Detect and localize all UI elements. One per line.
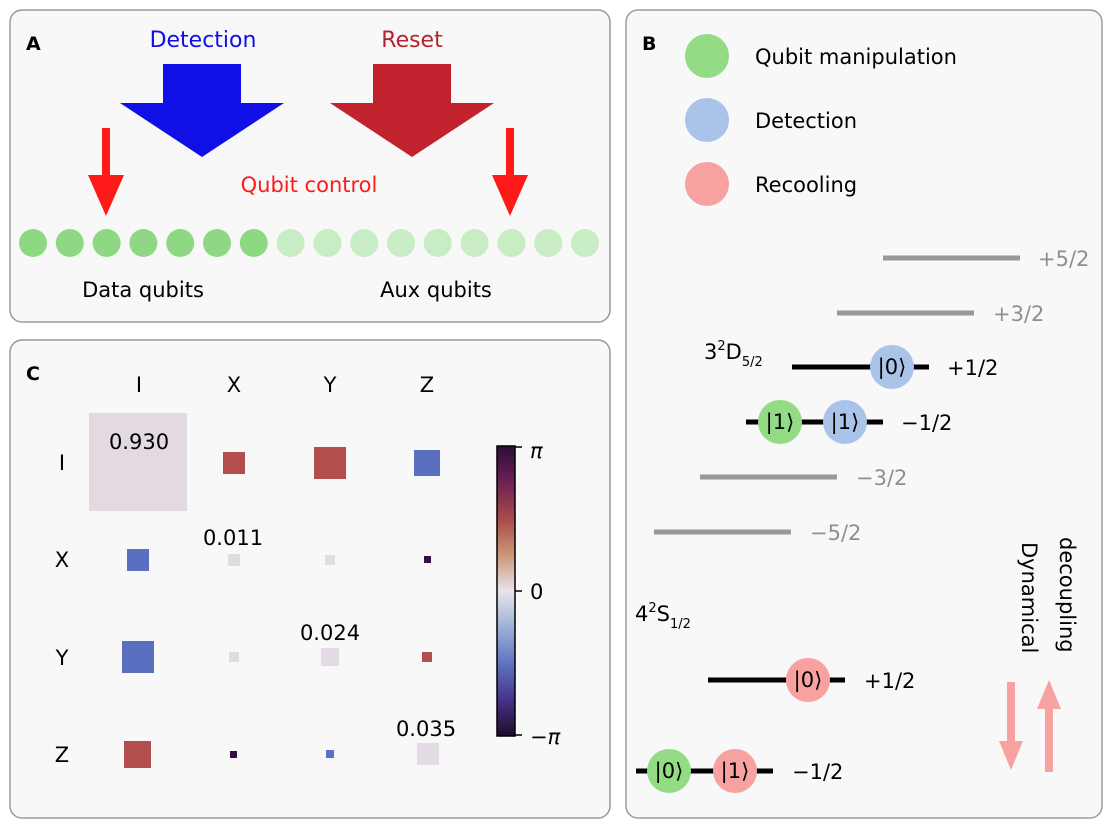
legend-dot-recooling	[685, 162, 729, 206]
detection-arrow	[120, 64, 284, 157]
data-qubit	[19, 229, 47, 257]
cell-x-i	[127, 549, 149, 571]
m-label-d-minus-3-2: −3/2	[856, 466, 907, 490]
cell-y-y	[321, 648, 339, 666]
row-header-z: Z	[55, 743, 69, 767]
row-header-y: Y	[55, 646, 69, 670]
m-label-s-plus-1-2: +1/2	[864, 669, 915, 693]
aux-qubit	[387, 229, 415, 257]
legend-label-recooling: Recooling	[755, 173, 857, 197]
cell-x-y	[325, 555, 335, 565]
panel-a: A Detection Reset Qubit control Data qub…	[9, 9, 611, 323]
m-label-d-minus-1-2: −1/2	[901, 411, 952, 435]
panel-c: C I X Y Z I X Y Z 0.930 0.011 0.024	[9, 339, 611, 819]
data-qubit	[239, 229, 268, 257]
reset-arrow	[330, 64, 494, 157]
colorbar-label-bottom: −π	[530, 725, 561, 749]
dd-label-1: Dynamical	[1017, 542, 1041, 653]
value-i-i: 0.930	[109, 430, 169, 454]
ket-manipulation-s-minus	[647, 749, 691, 793]
panel-c-label: C	[26, 363, 40, 385]
data-qubit	[166, 229, 195, 257]
legend-dot-manipulation	[685, 34, 729, 78]
ket-label-d-minus-2: |1⟩	[831, 410, 860, 435]
m-label-d-minus-5-2: −5/2	[810, 521, 861, 545]
ket-detection-d-plus	[870, 345, 914, 389]
col-header-x: X	[227, 373, 241, 397]
detection-label: Detection	[150, 28, 257, 53]
aux-qubit	[276, 229, 305, 257]
value-x-x: 0.011	[203, 526, 263, 550]
data-qubit	[55, 229, 84, 257]
legend-label-detection: Detection	[755, 109, 857, 133]
aux-qubits-label: Aux qubits	[380, 278, 492, 302]
m-label-d-plus-1-2: +1/2	[947, 356, 998, 380]
panel-a-frame	[9, 9, 611, 323]
data-qubit	[129, 229, 158, 257]
ket-detection-d-minus	[823, 400, 867, 444]
colorbar	[496, 445, 516, 737]
data-qubits-label: Data qubits	[82, 278, 204, 302]
ket-recooling-s-minus	[713, 749, 757, 793]
qubit-control-label: Qubit control	[241, 173, 378, 197]
panel-b-label: B	[642, 33, 656, 55]
aux-qubit	[571, 229, 599, 257]
cell-y-z	[422, 652, 432, 662]
reset-label: Reset	[381, 28, 443, 53]
aux-qubit	[460, 229, 489, 257]
qubit-chain	[19, 229, 599, 257]
ket-manipulation-d-minus	[758, 400, 802, 444]
cell-i-i	[89, 413, 187, 511]
value-z-z: 0.035	[396, 717, 456, 741]
cell-i-x	[223, 452, 245, 474]
cell-z-y	[326, 750, 334, 758]
ket-label-d-minus-1: |1⟩	[766, 410, 795, 435]
cell-y-x	[229, 652, 239, 662]
dd-label-2: decoupling	[1055, 537, 1079, 653]
dd-arrow-down	[999, 682, 1023, 770]
colorbar-label-top: π	[530, 439, 543, 463]
d-level-label: 32D5/2	[704, 339, 763, 370]
row-header-i: I	[59, 451, 65, 475]
data-qubit	[203, 229, 231, 257]
control-arrow-aux	[492, 128, 528, 216]
aux-qubit	[423, 229, 452, 257]
ket-label-d-plus: |0⟩	[878, 355, 907, 380]
col-header-i: I	[136, 373, 142, 397]
m-label-d-plus-3-2: +3/2	[993, 302, 1044, 326]
aux-qubit	[350, 229, 379, 257]
legend-label-manipulation: Qubit manipulation	[755, 45, 957, 69]
cell-z-i	[124, 741, 151, 768]
row-header-x: X	[55, 548, 69, 572]
value-y-y: 0.024	[300, 621, 360, 645]
ket-label-s-minus-2: |1⟩	[721, 759, 750, 784]
colorbar-label-mid: 0	[530, 580, 543, 604]
cell-z-z	[417, 743, 439, 765]
cell-z-x	[230, 751, 237, 758]
panel-a-label: A	[26, 33, 41, 55]
aux-qubit	[497, 229, 526, 257]
col-header-y: Y	[323, 373, 337, 397]
ket-recooling-s-plus	[786, 658, 830, 702]
cell-y-i	[122, 641, 154, 673]
aux-qubit	[534, 229, 563, 257]
dd-arrow-up	[1037, 680, 1061, 772]
m-label-s-minus-1-2: −1/2	[792, 760, 843, 784]
cell-x-x	[228, 554, 240, 566]
cell-x-z	[424, 556, 431, 563]
cell-i-z	[414, 450, 440, 476]
panel-c-frame	[9, 339, 611, 819]
aux-qubit	[313, 229, 342, 257]
ket-label-s-plus: |0⟩	[794, 668, 823, 693]
col-header-z: Z	[420, 373, 434, 397]
cell-i-y	[314, 447, 346, 479]
ket-label-s-minus-1: |0⟩	[655, 759, 684, 784]
legend-dot-detection	[685, 98, 729, 142]
panel-b: B Qubit manipulation Detection Recooling…	[625, 9, 1103, 819]
s-level-label: 42S1/2	[635, 601, 691, 632]
m-label-d-plus-5-2: +5/2	[1038, 247, 1089, 271]
control-arrow-data	[88, 128, 124, 216]
data-qubit	[92, 229, 121, 257]
